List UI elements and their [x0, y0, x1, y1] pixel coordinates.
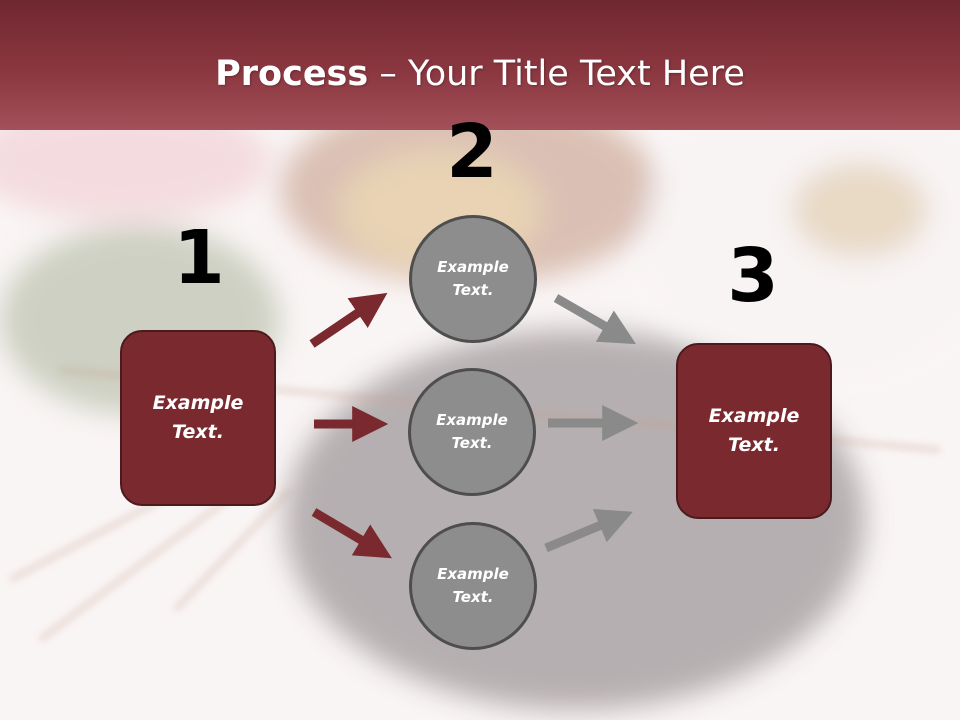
step-3-box: Example Text. [676, 343, 832, 519]
arrow-1-to-2c [311, 508, 392, 559]
step-2-text-2: Example Text. [436, 411, 508, 452]
step-number-3: 3 [727, 233, 779, 319]
step-2-circle-2: Example Text. [408, 368, 536, 496]
step-2-text-3: Example Text. [437, 565, 509, 606]
title-band [0, 0, 960, 130]
slide-title: Process – Your Title Text Here [0, 50, 960, 98]
title-rest: – Your Title Text Here [368, 54, 745, 94]
step-2-circle-1: Example Text. [409, 215, 537, 343]
step-1-box: Example Text. [120, 330, 276, 506]
arrow-2a-to-3 [553, 294, 637, 345]
step-number-1: 1 [173, 215, 225, 301]
step-2-circle-3: Example Text. [409, 522, 537, 650]
title-bold: Process [215, 54, 369, 94]
arrow-1-to-2a [309, 292, 388, 348]
arrow-2c-to-3 [544, 509, 633, 553]
step-1-text: Example Text. [152, 392, 244, 443]
step-3-text: Example Text. [708, 405, 800, 456]
step-number-2: 2 [446, 109, 498, 195]
step-2-text-1: Example Text. [437, 258, 509, 299]
